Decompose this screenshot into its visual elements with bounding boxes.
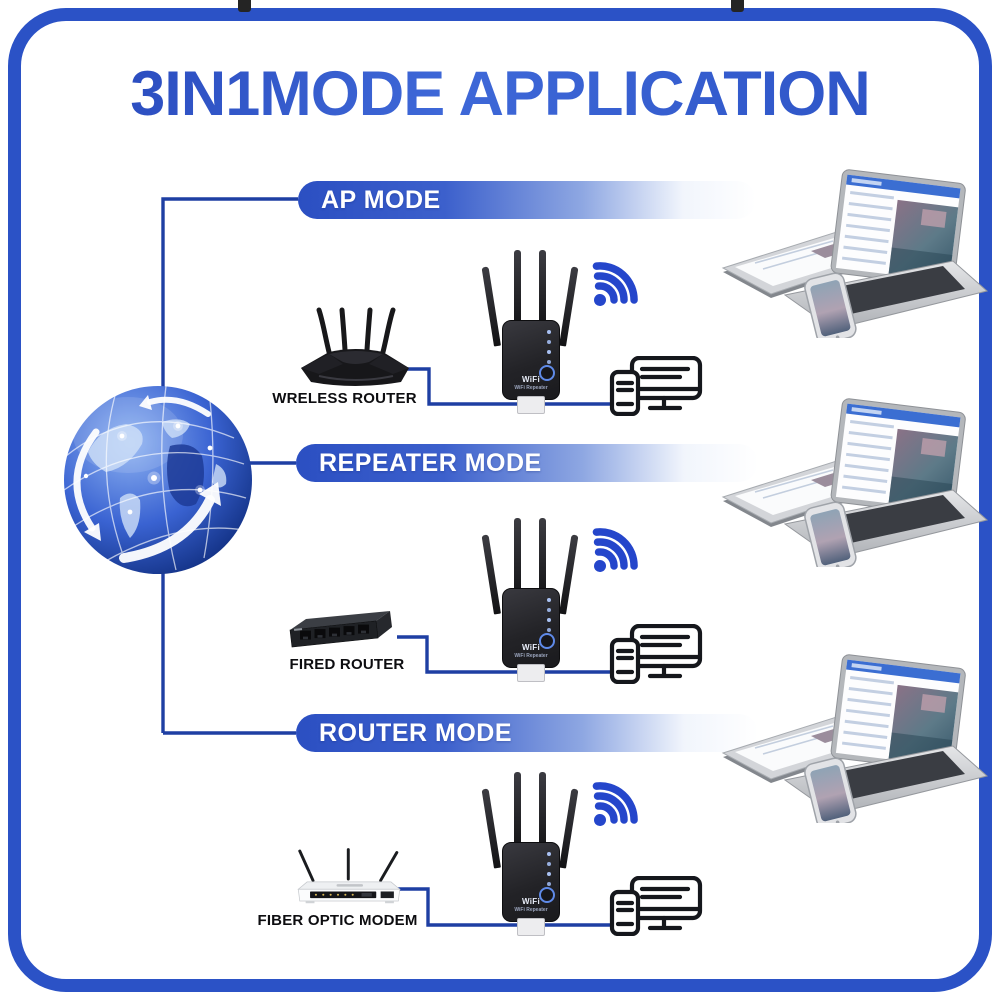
repeater-brand-text: WiFi (521, 897, 540, 906)
wifi-repeater-device: WiFi WiFi Repeater (481, 772, 579, 936)
monitor-phone-icon (608, 876, 704, 936)
wifi-repeater-device: WiFi WiFi Repeater (481, 518, 579, 682)
monitor-phone-icon (608, 356, 704, 416)
repeater-sub-text: WiFi Repeater (514, 907, 548, 913)
device-cluster-image (722, 397, 988, 567)
wifi-signal-icon (584, 252, 648, 312)
repeater-antenna (539, 250, 546, 330)
repeater-wps-button (539, 887, 555, 903)
repeater-antenna (514, 250, 521, 330)
repeater-wps-button (539, 633, 555, 649)
wifi-signal-icon (584, 518, 648, 578)
banner-router-mode: ROUTER MODE (296, 714, 758, 752)
repeater-antenna (514, 772, 521, 852)
repeater-wall-plug (517, 396, 545, 414)
hang-tab-right (731, 0, 744, 12)
globe-network-icon (58, 380, 258, 580)
page-title: 3IN1MODE APPLICATION (0, 58, 1000, 142)
repeater-body: WiFi WiFi Repeater (502, 320, 560, 400)
fiber-modem-label: FIBER OPTIC MODEM (257, 912, 418, 929)
border-frame (8, 8, 992, 992)
repeater-brand-text: WiFi (521, 643, 540, 652)
repeater-wps-button (539, 365, 555, 381)
banner-router-mode-label: ROUTER MODE (319, 719, 512, 747)
repeater-led-indicators (547, 852, 551, 856)
repeater-antenna (539, 518, 546, 598)
monitor-phone-icon (608, 624, 704, 684)
wired-router-switch-image (289, 610, 393, 648)
repeater-wall-plug (517, 664, 545, 682)
repeater-body: WiFi WiFi Repeater (502, 842, 560, 922)
repeater-wall-plug (517, 918, 545, 936)
repeater-body: WiFi WiFi Repeater (502, 588, 560, 668)
hang-tab-left (238, 0, 251, 12)
wired-router-label: FIRED ROUTER (289, 656, 405, 673)
device-cluster-image (722, 168, 988, 338)
banner-ap-mode-label: AP MODE (321, 186, 441, 214)
repeater-sub-text: WiFi Repeater (514, 653, 548, 659)
wireless-router-image (295, 306, 415, 392)
fiber-modem-image (296, 848, 402, 905)
repeater-led-indicators (547, 598, 551, 602)
repeater-sub-text: WiFi Repeater (514, 385, 548, 391)
device-cluster-image (722, 653, 988, 823)
repeater-antenna (539, 772, 546, 852)
repeater-antenna (514, 518, 521, 598)
banner-ap-mode: AP MODE (298, 181, 756, 219)
banner-repeater-mode-label: REPEATER MODE (319, 449, 542, 477)
repeater-brand-text: WiFi (521, 375, 540, 384)
wifi-signal-icon (584, 772, 648, 832)
repeater-led-indicators (547, 330, 551, 334)
wireless-router-label: WRELESS ROUTER (272, 390, 417, 407)
banner-repeater-mode: REPEATER MODE (296, 444, 758, 482)
wifi-repeater-device: WiFi WiFi Repeater (481, 250, 579, 414)
